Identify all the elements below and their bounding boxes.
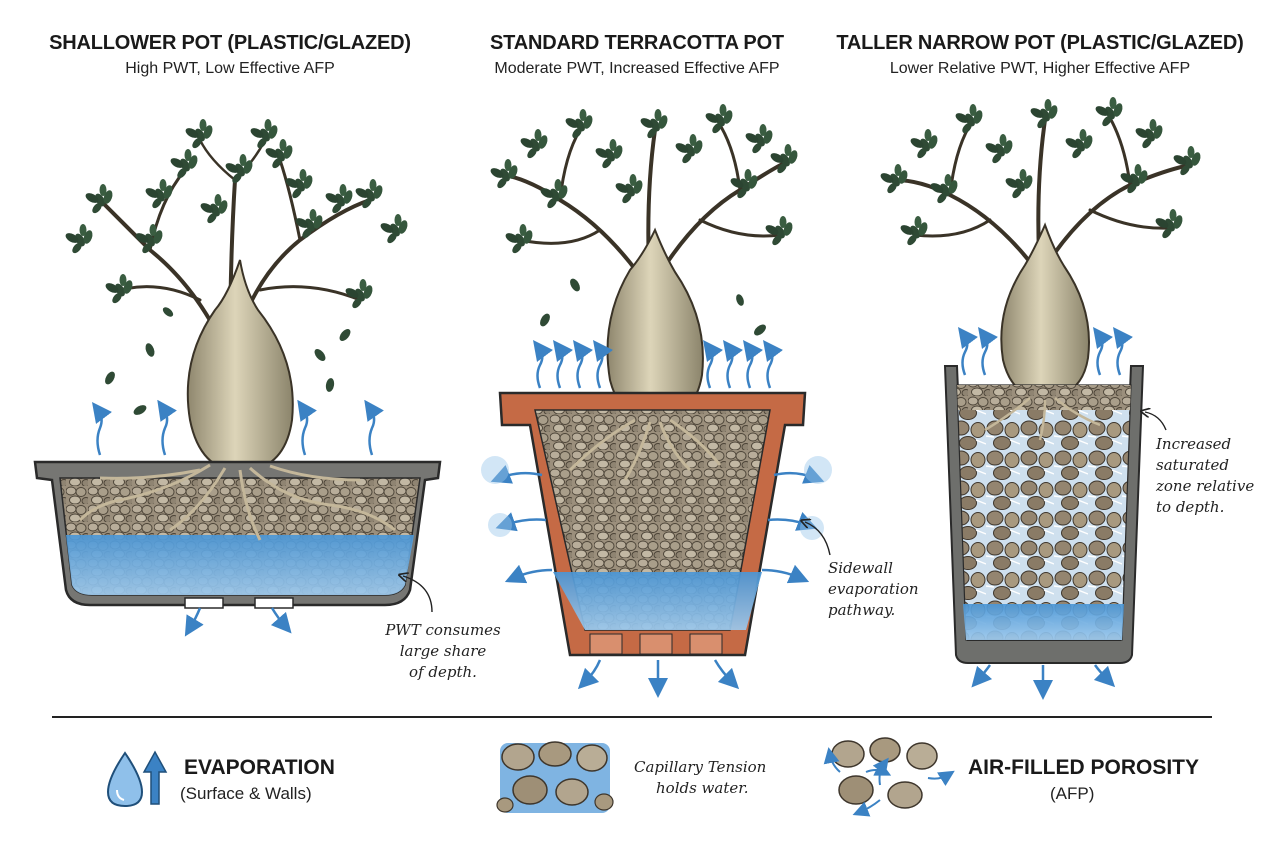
- panel-3-roots: [984, 397, 1101, 441]
- water-drop-icon: [106, 751, 144, 808]
- panel-2-trunk: [606, 227, 704, 422]
- legend-afp-subtitle: (AFP): [1050, 784, 1095, 803]
- panel-3-note-line-4: to depth.: [1156, 498, 1225, 516]
- panel-3-note-line-1: Increased: [1156, 435, 1232, 453]
- panel-2-note-line-3: pathway.: [828, 601, 896, 619]
- panel-2-roots: [568, 418, 722, 481]
- legend-afp-title: AIR-FILLED POROSITY: [968, 756, 1199, 779]
- panel-1-trunk: [186, 259, 294, 474]
- panel-2-falling-leaves: [540, 278, 766, 336]
- panel-3-trunk: [1000, 222, 1090, 400]
- panel-3-title: TALLER NARROW POT (PLASTIC/GLAZED): [836, 32, 1244, 54]
- panel-3-subtitle: Lower Relative PWT, Higher Effective AFP: [889, 60, 1191, 77]
- panel-3-pot: [943, 365, 1145, 664]
- panel-2-note-line-1: Sidewall: [828, 559, 893, 577]
- panel-2-note-line-2: evaporation: [828, 580, 919, 598]
- legend-capillary-note-line-2: holds water.: [656, 779, 749, 797]
- panel-1-note: PWT consumes large share of depth.: [378, 620, 508, 683]
- panel-3-note-line-3: zone relative: [1156, 477, 1255, 495]
- panel-1-note-line-3: of depth.: [409, 663, 477, 681]
- panel-3-note: Increased saturated zone relative to dep…: [1156, 434, 1262, 518]
- capillary-soil-icon: [496, 741, 614, 813]
- air-porosity-icon: [823, 737, 955, 817]
- panel-3-evaporation-arrows: [958, 326, 1133, 700]
- panel-1-roots: [78, 463, 396, 541]
- panel-2-illustration: [481, 104, 832, 698]
- panel-2-water: [553, 572, 762, 630]
- panel-1-illustration: [33, 119, 442, 637]
- panel-1-note-line-1: PWT consumes: [385, 621, 501, 639]
- panel-3-note-line-2: saturated: [1156, 456, 1229, 474]
- panel-2-subtitle: Moderate PWT, Increased Effective AFP: [494, 60, 780, 77]
- legend-capillary-note: Capillary Tension holds water.: [634, 757, 794, 799]
- legend-capillary-note-line-1: Capillary Tension: [634, 758, 767, 776]
- panel-2-foliage: [488, 104, 800, 255]
- panel-1-title: SHALLOWER POT (PLASTIC/GLAZED): [49, 32, 411, 54]
- panel-1-falling-leaves: [105, 307, 351, 415]
- legend-evaporation-subtitle: (Surface & Walls): [180, 784, 312, 803]
- panel-1-subtitle: High PWT, Low Effective AFP: [125, 60, 335, 77]
- panel-2-note: Sidewall evaporation pathway.: [828, 558, 948, 621]
- panel-1-evaporation-arrows: [92, 399, 384, 456]
- panel-2-title: STANDARD TERRACOTTA POT: [490, 32, 784, 54]
- panel-3-water: [963, 604, 1124, 640]
- panel-1-note-line-2: large share: [399, 642, 487, 660]
- evaporation-arrow-icon: [142, 750, 168, 805]
- panel-3-illustration: [878, 97, 1203, 700]
- legend-evaporation-title: EVAPORATION: [184, 756, 335, 779]
- panel-1-water: [66, 535, 414, 595]
